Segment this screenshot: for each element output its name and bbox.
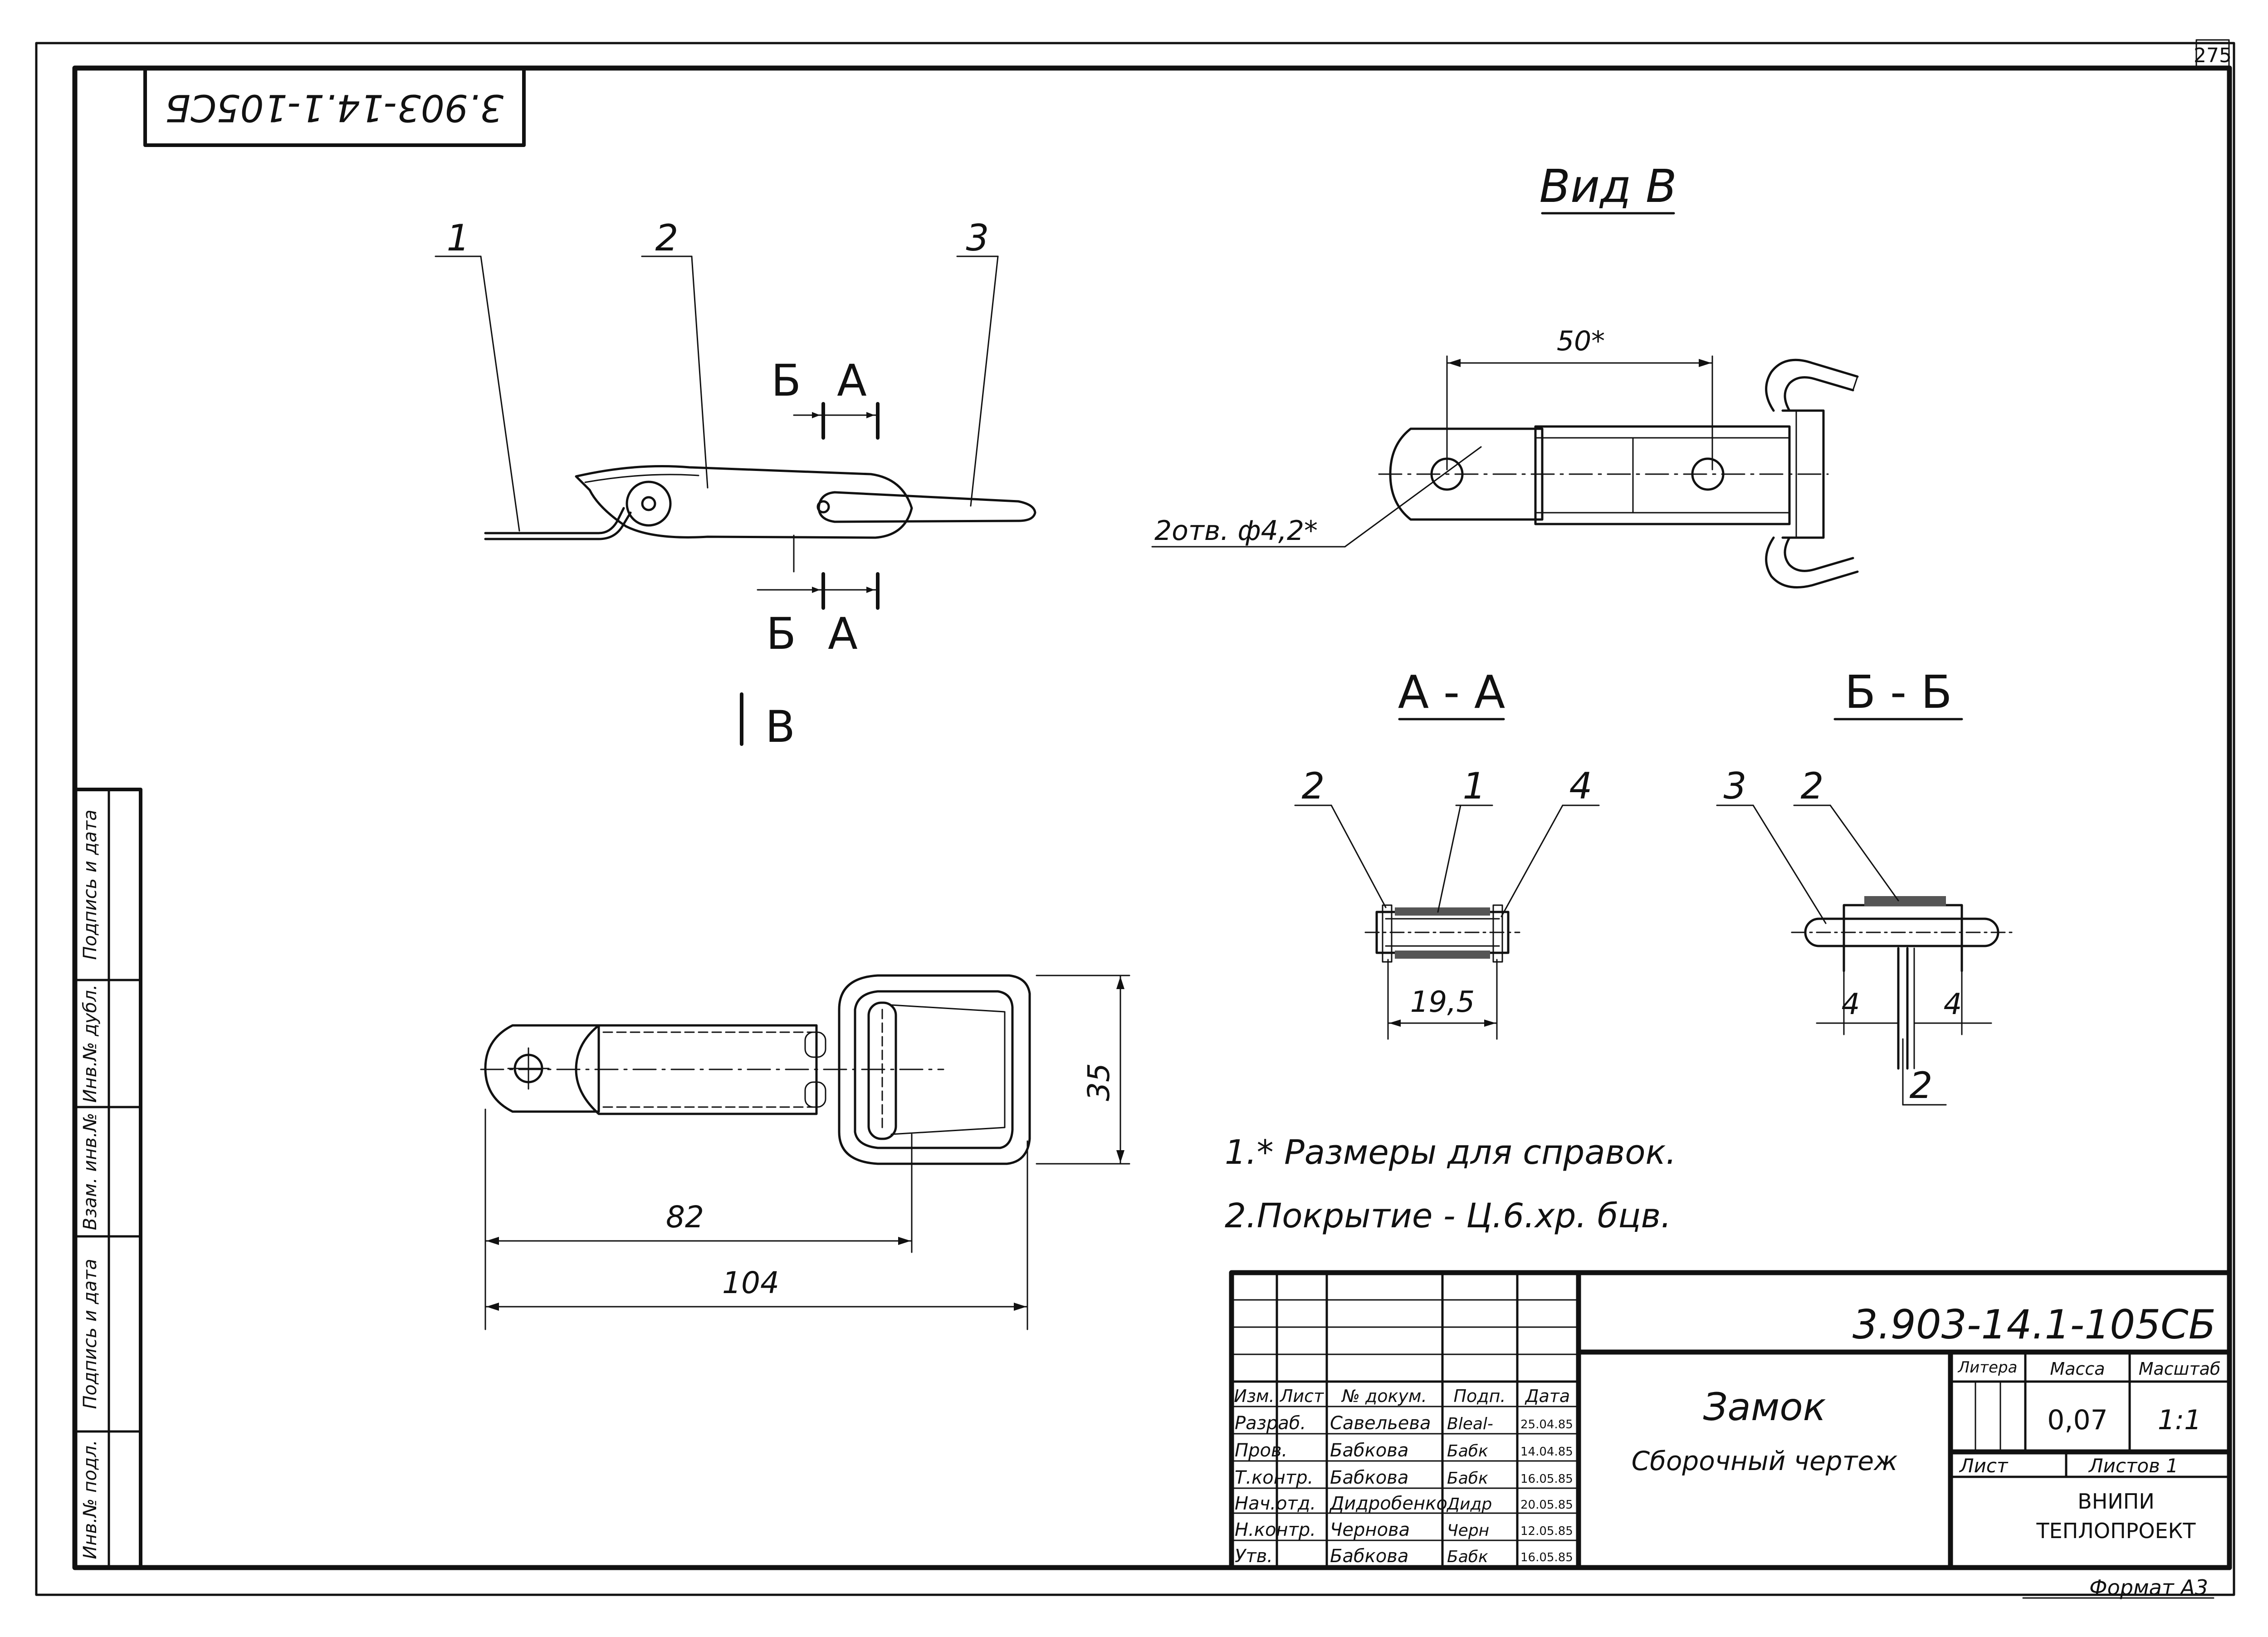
section-aa-leader-2: 2 xyxy=(1302,765,1325,807)
note-1: 1.* Размеры для справок. xyxy=(1225,1133,1677,1172)
tb-col-izm: Изм. xyxy=(1234,1386,1274,1406)
tb-row-sign: Бабк xyxy=(1447,1469,1488,1488)
plan-view-drawing: 35 82 104 xyxy=(480,974,1130,1330)
tb-doc-type: Сборочный чертеж xyxy=(1632,1446,1898,1476)
section-bb-leader-3: 3 xyxy=(1724,765,1747,807)
section-bb-drawing: Б - Б 3 2 4 4 2 xyxy=(1716,666,2015,1107)
tb-row-role: Нач.отд. xyxy=(1235,1493,1316,1514)
view-b-drawing: Вид В 50* 2отв. ф4,2* xyxy=(1151,160,1859,588)
tb-row-name: Дидробенко xyxy=(1329,1493,1447,1514)
section-aa-leader-1: 1 xyxy=(1463,765,1486,807)
section-aa-drawing: А - А 2 1 4 19,5 xyxy=(1294,666,1600,1040)
tb-row-2: Пров. Бабкова Бабк 14.04.85 xyxy=(1235,1440,1573,1461)
tb-row-5: Н.контр. Чернова Черн 12.05.85 xyxy=(1235,1519,1573,1540)
tb-row-3: Т.контр. Бабкова Бабк 16.05.85 xyxy=(1235,1467,1573,1488)
tb-row-date: 20.05.85 xyxy=(1520,1498,1573,1512)
tb-row-sign: Бабк xyxy=(1447,1442,1488,1461)
plan-dim-104: 104 xyxy=(722,1265,779,1300)
plan-dim-82: 82 xyxy=(666,1200,704,1235)
tb-doc-code: 3.903-14.1-105СБ xyxy=(1853,1301,2216,1348)
tb-row-sign: Дидр xyxy=(1446,1495,1492,1514)
section-aa-dim: 19,5 xyxy=(1410,985,1475,1019)
tb-org-line2: ТЕПЛОПРОЕКТ xyxy=(2036,1519,2196,1543)
mirrored-doc-code: 3.903-14.1-105СБ xyxy=(165,86,504,129)
tb-row-date: 16.05.85 xyxy=(1520,1551,1573,1564)
cut-label-a-bottom: А xyxy=(828,608,858,659)
tb-sheet-label: Лист xyxy=(1959,1455,2009,1477)
page-number: 275 xyxy=(2194,44,2232,67)
tb-row-role: Пров. xyxy=(1235,1440,1287,1461)
tb-row-name: Бабкова xyxy=(1330,1467,1408,1488)
sheet-frame: 275 Формат А3 xyxy=(35,39,2235,1600)
tb-row-6: Утв. Бабкова Бабк 16.05.85 xyxy=(1235,1546,1573,1567)
tb-row-sign: Черн xyxy=(1447,1521,1489,1540)
tb-row-1: Разраб. Савельева Bleal- 25.04.85 xyxy=(1235,1413,1573,1434)
view-arrow-label: В xyxy=(765,701,795,752)
plan-dim-35: 35 xyxy=(1081,1063,1116,1101)
section-bb-bottom-leader: 2 xyxy=(1910,1064,1933,1107)
view-b-hole-note: 2отв. ф4,2* xyxy=(1154,515,1318,547)
tb-mass-label: Масса xyxy=(2050,1359,2105,1379)
tb-row-date: 16.05.85 xyxy=(1520,1472,1573,1486)
cut-label-b-top: Б xyxy=(771,355,801,406)
tb-col-date: Дата xyxy=(1525,1386,1570,1406)
tb-col-sign: Подп. xyxy=(1453,1386,1505,1406)
section-bb-title: Б - Б xyxy=(1845,666,1952,719)
section-bb-dim-left: 4 xyxy=(1842,988,1860,1021)
view-b-dim-50: 50* xyxy=(1557,325,1605,357)
side-stamp-cell-5: Подпись и дата xyxy=(80,809,101,960)
section-aa-title: А - А xyxy=(1398,666,1505,719)
section-aa-leader-4: 4 xyxy=(1569,765,1593,807)
side-view-leader-3: 3 xyxy=(966,217,989,259)
tb-col-list: Лист xyxy=(1279,1386,1325,1406)
side-stamp-cell-3: Взам. инв.№ xyxy=(80,1113,101,1230)
tb-col-doc: № докум. xyxy=(1341,1386,1427,1406)
side-stamp-cell-2: Подпись и дата xyxy=(80,1259,101,1409)
tb-row-role: Утв. xyxy=(1235,1546,1273,1567)
tb-row-role: Н.контр. xyxy=(1235,1519,1316,1540)
tb-row-name: Бабкова xyxy=(1330,1440,1408,1461)
tb-sheets-label: Листов 1 xyxy=(2088,1455,2178,1477)
section-bb-dim-right: 4 xyxy=(1944,988,1962,1021)
tb-row-role: Разраб. xyxy=(1235,1413,1306,1434)
side-stamp-cell-1: Инв.№ подл. xyxy=(80,1440,101,1559)
notes: 1.* Размеры для справок. 2.Покрытие - Ц.… xyxy=(1225,1133,1677,1235)
tb-row-sign: Бабк xyxy=(1447,1548,1488,1566)
cut-label-b-bottom: Б xyxy=(766,608,796,659)
side-view-drawing: 1 2 3 Б А Б А В xyxy=(435,217,1036,752)
tb-row-role: Т.контр. xyxy=(1235,1467,1313,1488)
section-bb-leader-2: 2 xyxy=(1801,765,1824,807)
tb-row-date: 12.05.85 xyxy=(1520,1524,1573,1538)
tb-scale-label: Масштаб xyxy=(2139,1359,2221,1379)
cut-label-a-top: А xyxy=(837,355,867,406)
view-b-title: Вид В xyxy=(1539,160,1677,213)
tb-name: Замок xyxy=(1703,1385,1826,1429)
format-label: Формат А3 xyxy=(2089,1575,2208,1600)
tb-row-name: Бабкова xyxy=(1330,1546,1408,1567)
side-stamp: Инв.№ подл. Подпись и дата Взам. инв.№ И… xyxy=(73,788,142,1569)
tb-row-date: 14.04.85 xyxy=(1520,1445,1573,1459)
side-view-leader-1: 1 xyxy=(447,217,470,259)
mirrored-code-box: 3.903-14.1-105СБ xyxy=(143,66,526,147)
title-block: Изм. Лист № докум. Подп. Дата Разраб. Са… xyxy=(1229,1270,2232,1570)
note-2: 2.Покрытие - Ц.6.хр. бцв. xyxy=(1225,1196,1672,1235)
tb-row-sign: Bleal- xyxy=(1447,1415,1493,1433)
tb-row-date: 25.04.85 xyxy=(1520,1418,1573,1431)
side-stamp-cell-4: Инв.№ дубл. xyxy=(80,985,101,1103)
tb-mass-value: 0,07 xyxy=(2047,1404,2108,1436)
tb-row-name: Чернова xyxy=(1330,1519,1410,1540)
tb-scale-value: 1:1 xyxy=(2158,1404,2202,1436)
tb-row-name: Савельева xyxy=(1330,1413,1431,1434)
side-view-leader-2: 2 xyxy=(655,217,679,259)
tb-row-4: Нач.отд. Дидробенко Дидр 20.05.85 xyxy=(1235,1493,1573,1514)
tb-litera-label: Литера xyxy=(1957,1358,2018,1377)
tb-org-line1: ВНИПИ xyxy=(2077,1489,2155,1514)
